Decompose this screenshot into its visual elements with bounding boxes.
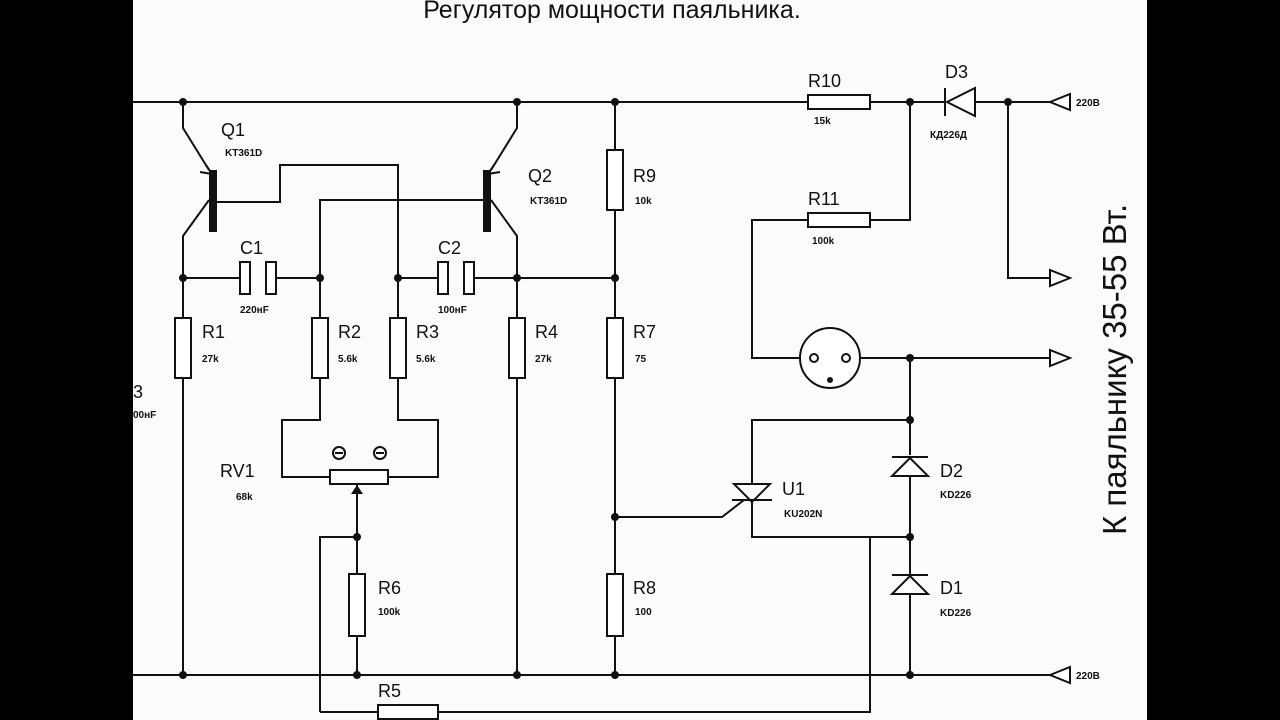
- c2-capacitor: C2 100нF: [398, 238, 615, 316]
- d2-ref: D2: [940, 461, 963, 481]
- terminal-bottom-label: 220В: [1076, 671, 1100, 682]
- d3-value: КД226Д: [930, 130, 967, 141]
- r8-ref: R8: [633, 578, 656, 598]
- terminal-top-label: 220В: [1076, 98, 1100, 109]
- terminal-bottom: 220В: [1047, 665, 1100, 685]
- r7-ref: R7: [633, 322, 656, 342]
- q1-transistor: Q1 KT361D: [182, 102, 399, 278]
- rv1-ref: RV1: [220, 461, 255, 481]
- clipped-c3-fragment: 3 00нF: [133, 382, 156, 421]
- schematic-sheet: [133, 0, 1147, 720]
- q1-ref: Q1: [221, 120, 245, 140]
- r7-value: 75: [635, 354, 647, 365]
- q2-value: KT361D: [530, 196, 567, 207]
- u1-value: KU202N: [784, 509, 822, 520]
- r3-value: 5.6k: [416, 354, 436, 365]
- soldering-iron-socket: [799, 327, 1050, 389]
- clipped-c3-value: 00нF: [133, 410, 156, 421]
- c2-ref: C2: [438, 238, 461, 258]
- c1-capacitor: C1 220нF: [183, 238, 320, 316]
- c1-value: 220нF: [240, 305, 269, 316]
- r4-value: 27k: [535, 354, 552, 365]
- r2-resistor: R2 5.6k: [281, 278, 361, 478]
- r9-ref: R9: [633, 166, 656, 186]
- q2-ref: Q2: [528, 166, 552, 186]
- output-arrow-1: [1049, 268, 1073, 288]
- u1-ref: U1: [782, 479, 805, 499]
- r5-resistor: R5: [377, 681, 439, 720]
- junction-dots: [179, 98, 1012, 679]
- d2-value: KD226: [940, 490, 972, 501]
- c1-ref: C1: [240, 238, 263, 258]
- output-wires: [1007, 102, 1050, 279]
- u1-thyristor: U1 KU202N: [615, 358, 911, 538]
- side-label: К паяльнику 35-55 Вт.: [1096, 204, 1133, 535]
- q1-value: KT361D: [225, 148, 262, 159]
- d1-value: KD226: [940, 608, 972, 619]
- d1-ref: D1: [940, 578, 963, 598]
- d1-diode: D1 KD226: [889, 537, 972, 675]
- d2-diode: D2 KD226: [889, 456, 972, 537]
- c2-value: 100нF: [438, 305, 467, 316]
- r2-ref: R2: [338, 322, 361, 342]
- r7-resistor: R7 75: [606, 278, 656, 574]
- r9-value: 10k: [635, 196, 652, 207]
- r9-resistor: R9 10k: [606, 102, 656, 278]
- r4-ref: R4: [535, 322, 558, 342]
- d3-diode: D3 КД226Д: [930, 62, 976, 141]
- feedback-wire: [319, 536, 910, 713]
- r5-ref: R5: [378, 681, 401, 701]
- diagram-title: Регулятор мощности паяльника.: [423, 0, 801, 24]
- r1-ref: R1: [202, 322, 225, 342]
- r1-resistor: R1 27k: [174, 278, 225, 675]
- r11-value: 100k: [812, 236, 835, 247]
- d3-ref: D3: [945, 62, 968, 82]
- r4-resistor: R4 27k: [508, 278, 558, 675]
- r2-value: 5.6k: [338, 354, 358, 365]
- r10-resistor: R10 15k: [807, 71, 871, 127]
- r3-resistor: R3 5.6k: [388, 278, 439, 478]
- terminal-top: 220В: [1047, 92, 1100, 112]
- r10-value: 15k: [814, 116, 831, 127]
- rv1-value: 68k: [236, 492, 253, 503]
- r1-value: 27k: [202, 354, 219, 365]
- rv1-potentiometer: RV1 68k: [220, 446, 389, 537]
- r11-resistor: R11 100k: [751, 102, 911, 359]
- r8-value: 100: [635, 607, 652, 618]
- r6-value: 100k: [378, 607, 401, 618]
- r8-resistor: R8 100: [606, 573, 656, 675]
- r6-resistor: R6 100k: [348, 573, 401, 637]
- output-arrow-2: [1049, 348, 1073, 368]
- r6-ref: R6: [378, 578, 401, 598]
- r10-ref: R10: [808, 71, 841, 91]
- clipped-c3-ref: 3: [133, 382, 143, 402]
- r3-ref: R3: [416, 322, 439, 342]
- q2-transistor: Q2 KT361D: [319, 102, 567, 278]
- r11-ref: R11: [808, 189, 840, 209]
